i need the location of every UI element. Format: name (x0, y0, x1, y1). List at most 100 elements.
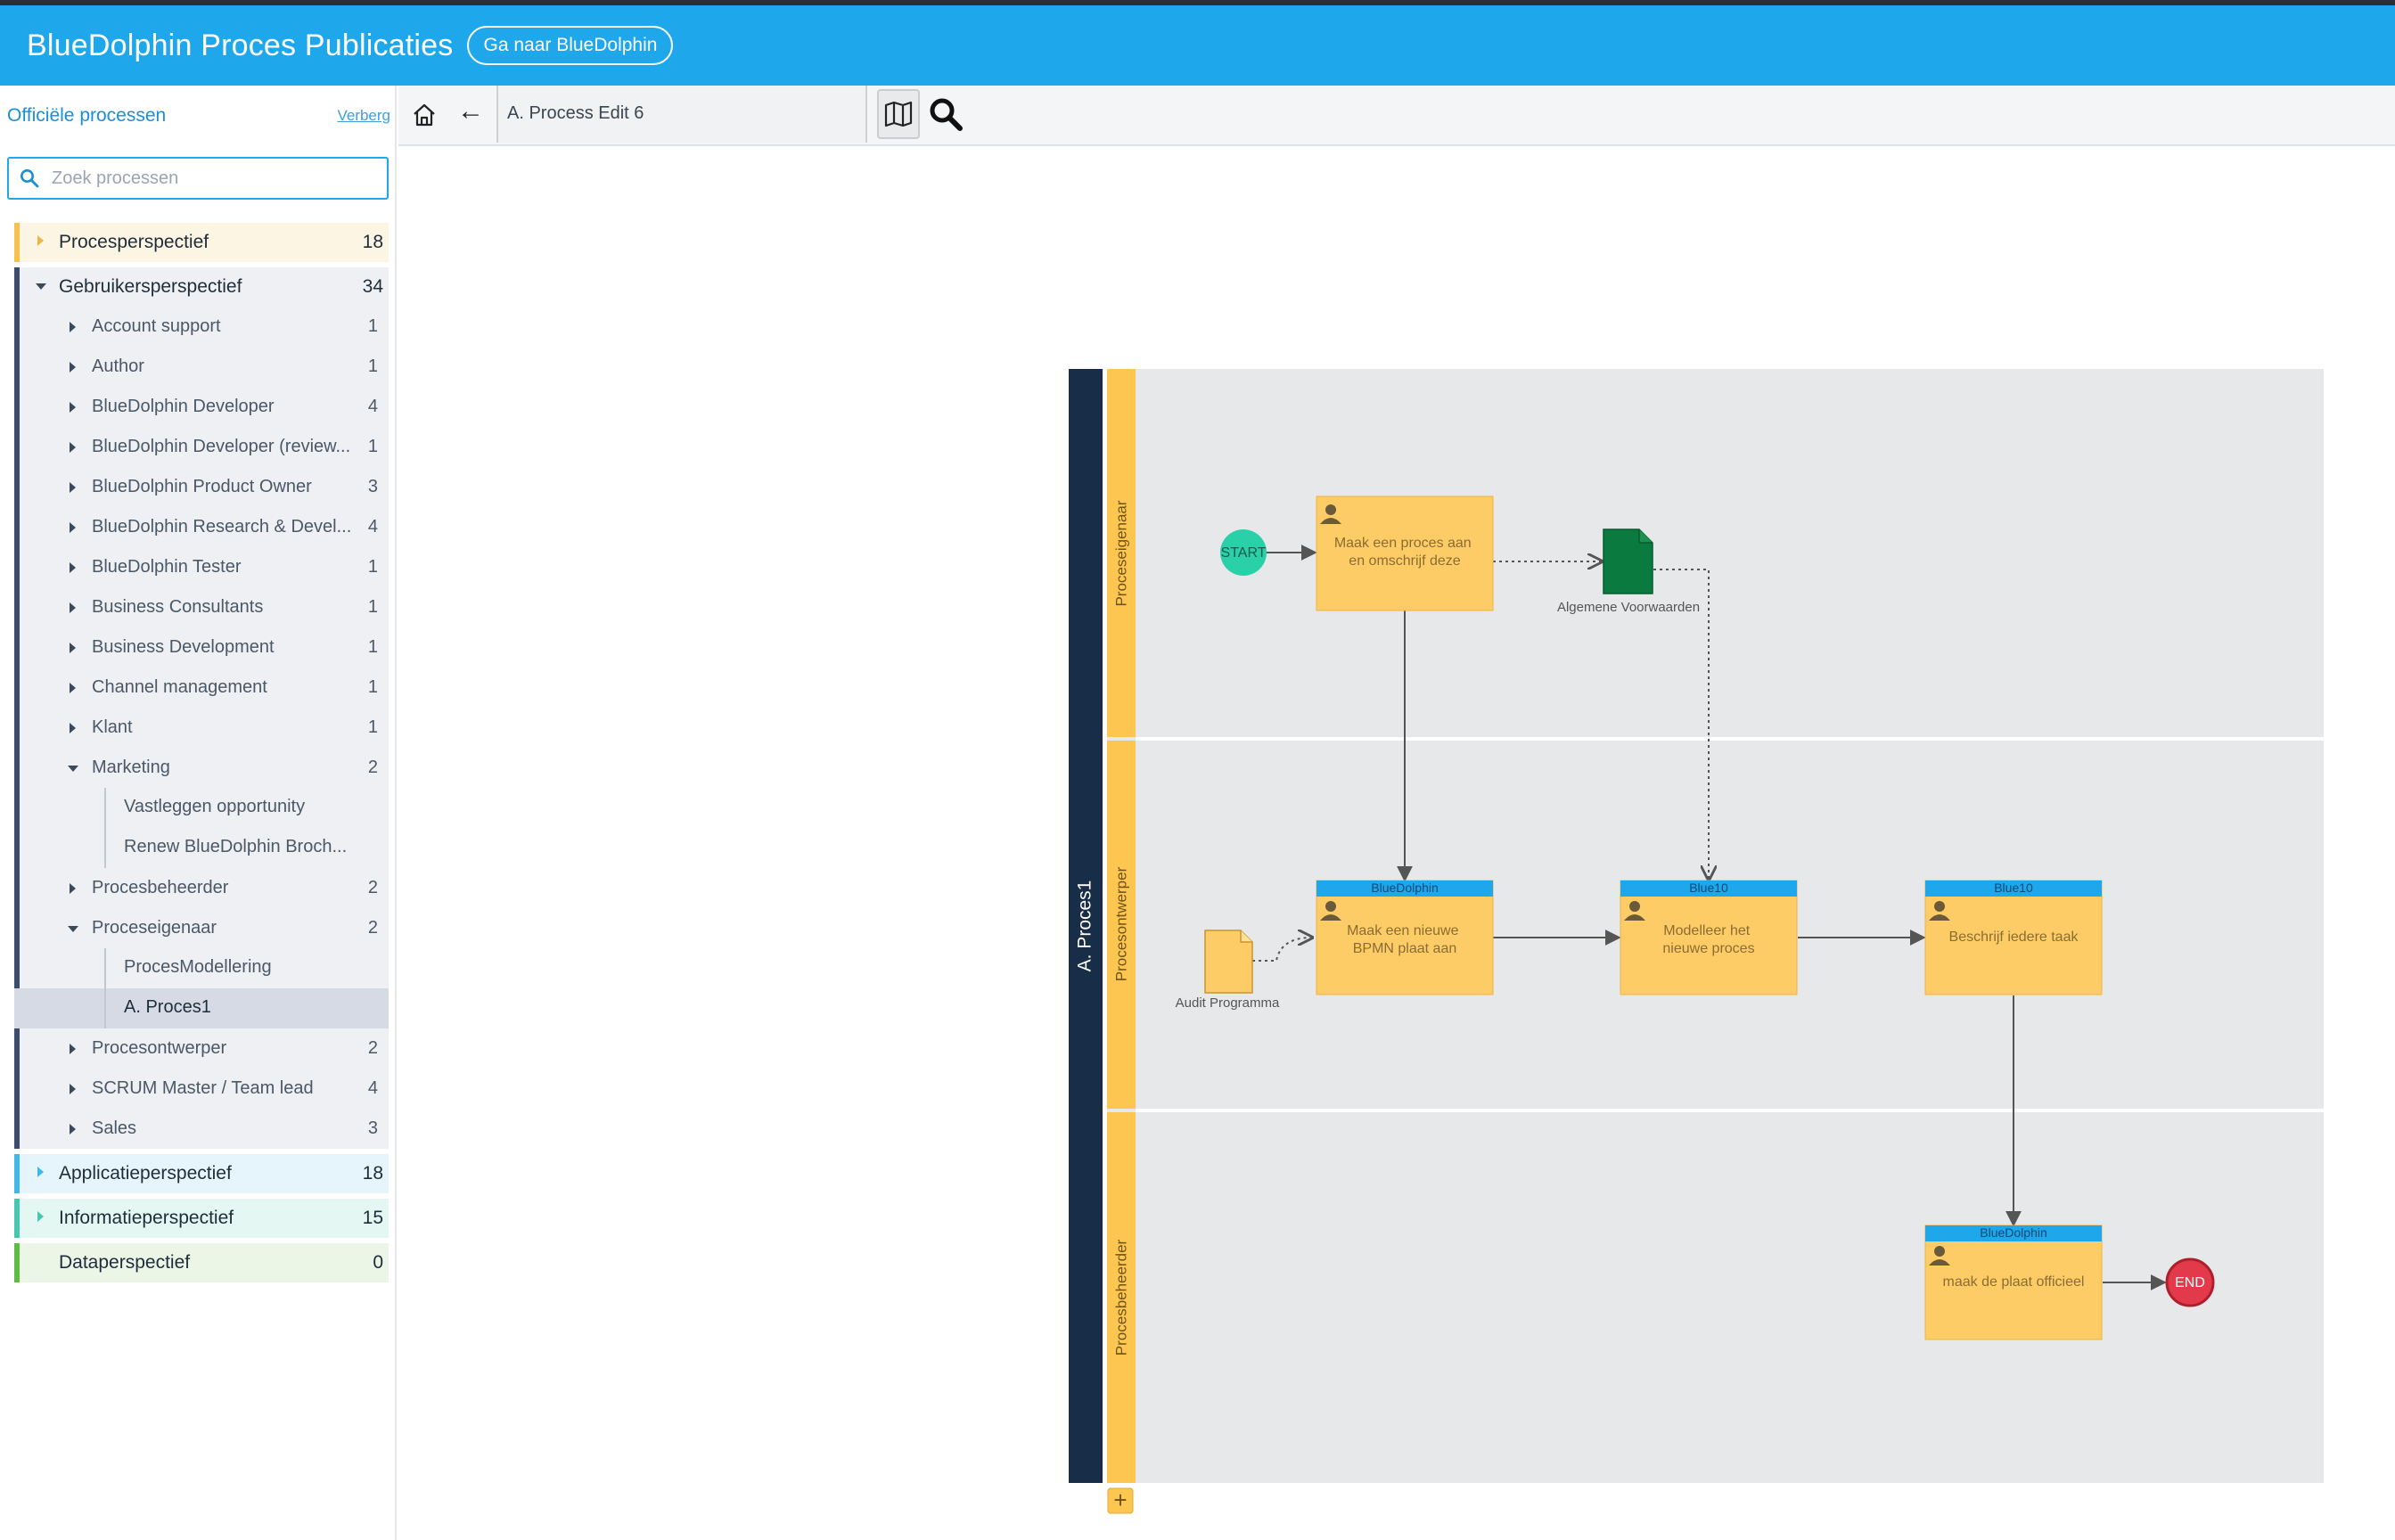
task-beschrijf[interactable]: Blue10 Beschrijf iedere taak (1924, 880, 2103, 995)
process-leaf[interactable]: ProcesModellering (14, 948, 389, 988)
task-label-text-line2: nieuwe proces (1662, 941, 1754, 956)
lane-label-procesbeheerder: Procesbeheerder (1112, 1239, 1129, 1356)
tree-item-count: 1 (367, 597, 378, 617)
home-icon[interactable] (411, 102, 438, 128)
app-header: BlueDolphin Proces Publicaties Ga naar B… (0, 5, 2395, 86)
gebruikersperspectief-group: Gebruikersperspectief 34 Account support… (14, 267, 389, 1149)
search-input[interactable] (50, 167, 374, 190)
process-toolbar: ← A. Process Edit 6 (398, 86, 2395, 146)
category-procesperspectief[interactable]: Procesperspectief 18 (14, 223, 389, 262)
tree-item-label: Klant (92, 717, 133, 737)
category-count: 0 (373, 1252, 383, 1273)
end-event-label: END (2175, 1275, 2205, 1290)
tree-item-count: 2 (367, 918, 378, 938)
category-color-bar (14, 1154, 20, 1193)
tree-item-label: BlueDolphin Developer (92, 397, 275, 416)
task-app-label: Blue10 (1994, 881, 2033, 895)
add-lane-label: + (1113, 1487, 1127, 1513)
category-label: Informatieperspectief (59, 1208, 234, 1228)
app-title: BlueDolphin Proces Publicaties (27, 28, 454, 62)
process-leaf[interactable]: Renew BlueDolphin Broch... (14, 828, 389, 868)
sidebar-title: Officiële processen (7, 105, 167, 126)
tree-item-count: 2 (367, 1038, 378, 1058)
end-event[interactable] (2165, 1257, 2215, 1307)
task-app-label: Blue10 (1689, 881, 1728, 895)
lane-bar (1107, 741, 1136, 1109)
category-count: 15 (362, 1208, 383, 1228)
expand-arrow-icon (70, 1044, 76, 1054)
map-icon (884, 101, 913, 127)
search-box[interactable] (7, 157, 389, 200)
category-color-bar (14, 267, 20, 1149)
person-icon (1929, 1246, 1950, 1266)
tree-item-label: Procesontwerper (92, 1038, 227, 1058)
task-officieel[interactable]: BlueDolphin maak de plaat officieel (1924, 1225, 2103, 1340)
tree-item-count: 4 (367, 397, 378, 416)
document-algemene-voorwaarden[interactable]: Algemene Voorwaarden (1557, 528, 1700, 615)
expand-arrow-icon (70, 683, 76, 693)
category-count: 34 (362, 276, 383, 297)
task-maak-proces[interactable]: Maak een proces aan en omschrijf deze (1316, 496, 1494, 611)
category-dataperspectief[interactable]: Dataperspectief 0 (14, 1243, 389, 1282)
tree-item-bd-developer-review[interactable]: BlueDolphin Developer (review...1 (14, 427, 389, 467)
tree-item-label: SCRUM Master / Team lead (92, 1078, 314, 1098)
zoom-search-icon[interactable] (928, 96, 964, 132)
process-name-field: A. Process Edit 6 (496, 86, 867, 143)
association-audit-task2 (1252, 938, 1312, 962)
tree-item-count: 3 (367, 1118, 378, 1138)
start-event[interactable] (1220, 529, 1267, 576)
category-gebruikersperspectief[interactable]: Gebruikersperspectief 34 (14, 267, 389, 307)
expand-arrow-icon (37, 235, 44, 246)
back-arrow-icon[interactable]: ← (457, 96, 484, 126)
tree-item-count: 2 (367, 878, 378, 897)
task-app-label: BlueDolphin (1371, 881, 1439, 895)
person-icon (1624, 901, 1645, 921)
category-informatieperspectief[interactable]: Informatieperspectief 15 (14, 1199, 389, 1238)
task-app-band (1316, 881, 1493, 897)
document-audit-programma[interactable]: Audit Programma (1176, 930, 1280, 1011)
goto-bluedolphin-button[interactable]: Ga naar BlueDolphin (467, 26, 674, 65)
category-label: Dataperspectief (59, 1252, 191, 1273)
process-leaf-label: A. Proces1 (124, 997, 211, 1017)
task-nieuwe-bpmn[interactable]: BlueDolphin Maak een nieuwe BPMN plaat a… (1316, 880, 1494, 995)
task-app-band (1620, 881, 1797, 897)
diagram-canvas: A. Proces1 Proceseigenaar Procesontwerpe… (398, 146, 2395, 1540)
tree-item-bd-research[interactable]: BlueDolphin Research & Devel...4 (14, 507, 389, 547)
document-label: Algemene Voorwaarden (1557, 600, 1700, 615)
expand-arrow-icon (70, 602, 76, 613)
task-app-band (1925, 881, 2102, 897)
tree-item-bd-developer[interactable]: BlueDolphin Developer 4 (14, 387, 389, 427)
process-leaf-label: ProcesModellering (124, 957, 272, 977)
tree-item-label: BlueDolphin Product Owner (92, 477, 312, 496)
tree-item-label: Business Development (92, 637, 275, 657)
expand-arrow-icon (70, 883, 76, 894)
process-leaf-selected[interactable]: A. Proces1 (14, 988, 389, 1028)
add-lane-button[interactable]: + (1107, 1487, 1134, 1514)
task-modelleer[interactable]: Blue10 Modelleer het nieuwe proces (1620, 880, 1798, 995)
search-icon (21, 169, 39, 188)
tree-item-count: 3 (367, 477, 378, 496)
expand-arrow-icon (70, 442, 76, 453)
task-label-text: maak de plaat officieel (1943, 1274, 2085, 1290)
process-leaf[interactable]: Vastleggen opportunity (14, 788, 389, 828)
hide-sidebar-link[interactable]: Verberg (337, 107, 390, 124)
map-toggle-button[interactable] (877, 89, 920, 139)
tree-item-procesontwerper[interactable]: Procesontwerper 2 (14, 1028, 389, 1069)
task-label: Maak een proces aan en omschrijf deze (1334, 536, 1475, 569)
tree-item-count: 1 (367, 316, 378, 336)
category-applicatieperspectief[interactable]: Applicatieperspectief 18 (14, 1154, 389, 1193)
tree-item-bd-product-owner[interactable]: BlueDolphin Product Owner 3 (14, 467, 389, 507)
tree-item-count: 1 (367, 356, 378, 376)
